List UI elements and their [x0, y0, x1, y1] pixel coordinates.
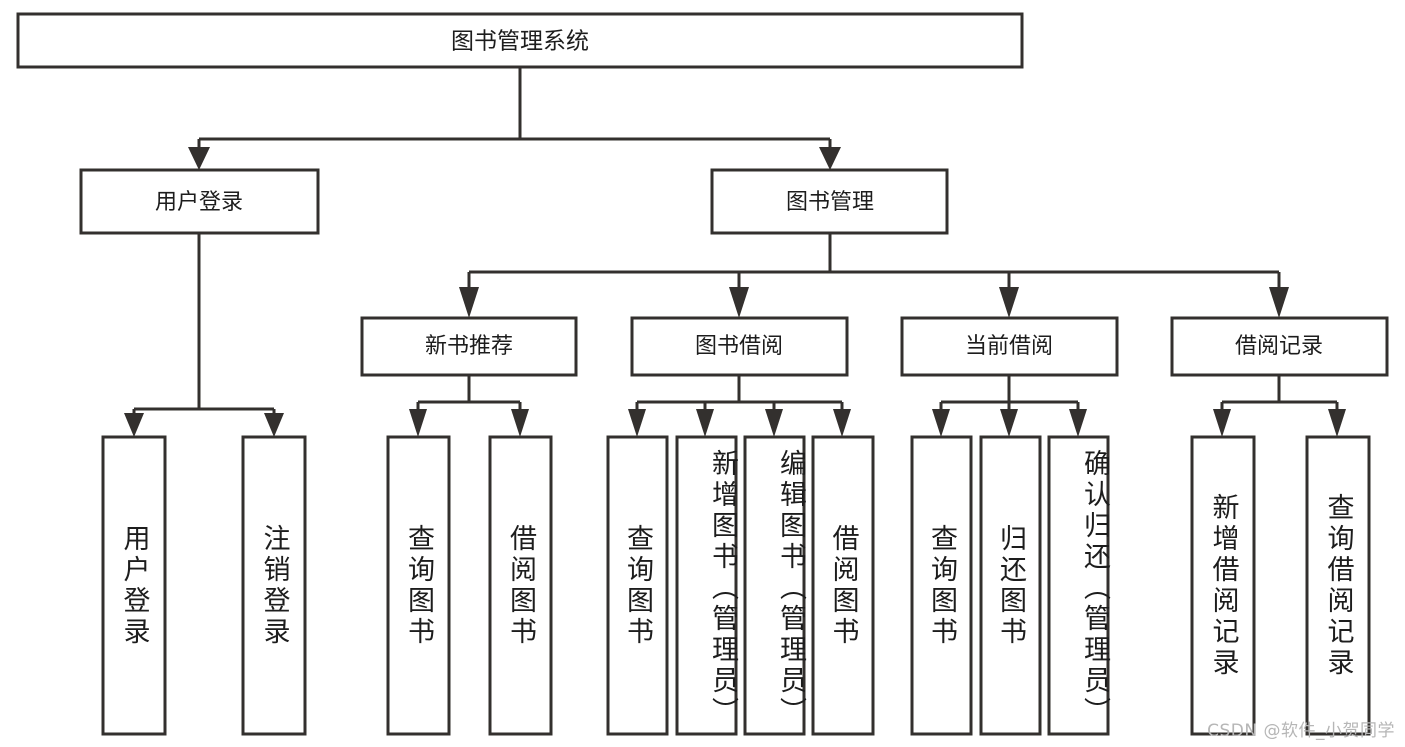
- node-user-login-box[interactable]: [79, 168, 320, 235]
- node-book-borrow[interactable]: 图书借阅: [630, 316, 849, 377]
- node-book-borrow-box[interactable]: [630, 316, 849, 377]
- node-leaf-borrow-book-b-box[interactable]: [811, 435, 875, 736]
- node-current-borrow-label: 当前借阅: [965, 334, 1053, 359]
- csdn-watermark: CSDN @软件_小贺同学: [1207, 721, 1395, 741]
- arrowhead-borrow-record: [1269, 287, 1289, 318]
- arrowhead-leaf-confirm-return: [1069, 409, 1087, 437]
- node-leaf-add-record-box[interactable]: [1190, 435, 1256, 736]
- node-new-book-rec-box[interactable]: [360, 316, 578, 377]
- node-current-borrow-box[interactable]: [900, 316, 1119, 377]
- node-new-book-rec[interactable]: 新书推荐: [360, 316, 578, 377]
- node-leaf-user-login-box[interactable]: [101, 435, 167, 736]
- node-leaf-edit-book-box[interactable]: [743, 435, 806, 736]
- arrowhead-leaf-add-book: [696, 409, 714, 437]
- arrowhead-leaf-edit-book: [765, 409, 783, 437]
- node-leaf-query-book-b-box[interactable]: [606, 435, 669, 736]
- connector-group-book-borrow: [628, 375, 851, 437]
- arrowhead-book-borrow: [729, 287, 749, 318]
- node-leaf-add-book-box[interactable]: [675, 435, 738, 736]
- node-book-manage[interactable]: 图书管理: [710, 168, 949, 235]
- connector-group-root: [188, 67, 841, 170]
- arrowhead-new-book-rec: [459, 287, 479, 318]
- arrowhead-leaf-add-record: [1213, 409, 1231, 437]
- node-borrow-record-box[interactable]: [1170, 316, 1389, 377]
- node-current-borrow[interactable]: 当前借阅: [900, 316, 1119, 377]
- arrowhead-current-borrow: [999, 287, 1019, 318]
- arrowhead-user-login: [188, 147, 210, 170]
- node-root-label: 图书管理系统: [451, 29, 589, 55]
- node-new-book-rec-label: 新书推荐: [425, 334, 513, 359]
- connector-group-user-login: [124, 233, 284, 437]
- node-leaf-query-book-c-box[interactable]: [910, 435, 973, 736]
- node-book-manage-box[interactable]: [710, 168, 949, 235]
- arrowhead-leaf-return-book: [1000, 409, 1018, 437]
- node-book-manage-label: 图书管理: [786, 190, 874, 215]
- connector-group-borrow-record: [1213, 375, 1346, 437]
- node-user-login-label: 用户登录: [155, 190, 243, 215]
- connector-group-new-book-rec: [409, 375, 529, 437]
- node-leaf-query-book-a-box[interactable]: [386, 435, 451, 736]
- node-leaf-return-book-box[interactable]: [979, 435, 1042, 736]
- arrowhead-leaf-borrow-book-a: [511, 409, 529, 437]
- node-root-box[interactable]: [16, 12, 1024, 69]
- arrowhead-leaf-query-record: [1328, 409, 1346, 437]
- leaf-boxes: [101, 435, 1371, 736]
- connector-group-current-borrow: [932, 375, 1087, 437]
- arrowhead-leaf-query-book-a: [409, 409, 427, 437]
- node-root[interactable]: 图书管理系统: [16, 12, 1024, 69]
- node-borrow-record[interactable]: 借阅记录: [1170, 316, 1389, 377]
- node-leaf-query-record-box[interactable]: [1305, 435, 1371, 736]
- node-book-borrow-label: 图书借阅: [695, 334, 783, 359]
- node-leaf-confirm-return-box[interactable]: [1047, 435, 1110, 736]
- arrowhead-leaf-user-login: [124, 413, 144, 437]
- arrowhead-leaf-query-book-c: [932, 409, 950, 437]
- node-leaf-borrow-book-a-box[interactable]: [488, 435, 553, 736]
- node-borrow-record-label: 借阅记录: [1235, 334, 1323, 359]
- arrowhead-leaf-logout: [264, 413, 284, 437]
- node-leaf-logout-box[interactable]: [241, 435, 307, 736]
- connector-group-book-manage: [459, 233, 1289, 318]
- arrowhead-leaf-query-book-b: [628, 409, 646, 437]
- node-user-login[interactable]: 用户登录: [79, 168, 320, 235]
- arrowhead-leaf-borrow-book-b: [833, 409, 851, 437]
- arrowhead-book-manage: [819, 147, 841, 170]
